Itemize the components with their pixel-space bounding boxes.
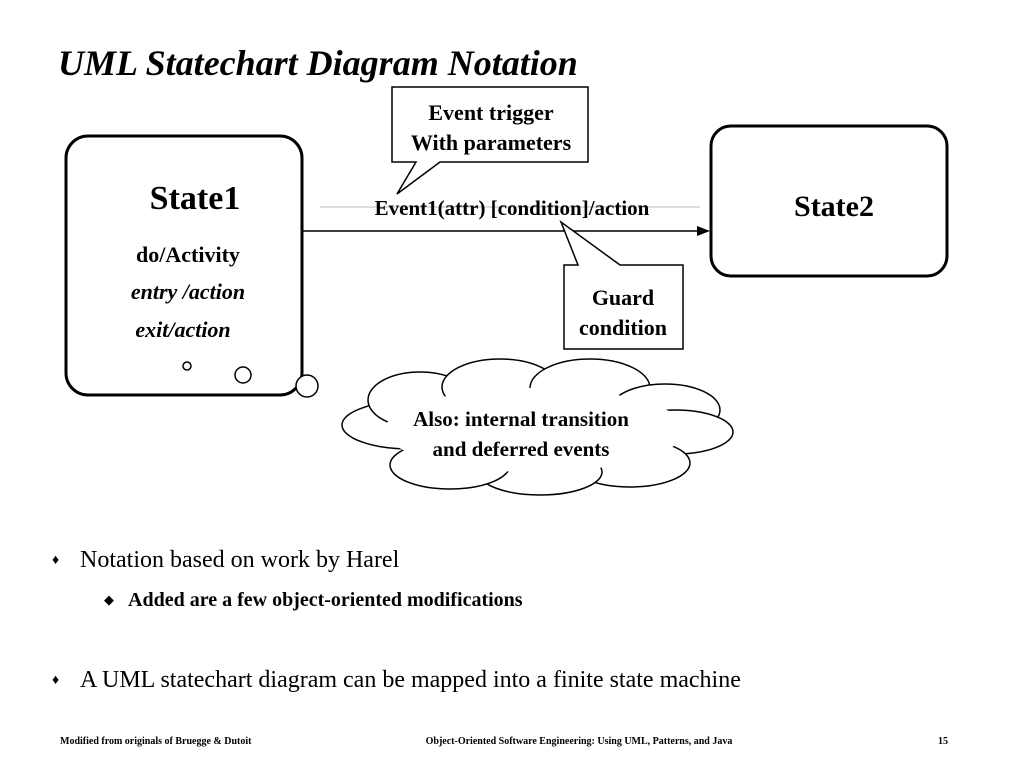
transition-arrowhead bbox=[697, 226, 710, 236]
sub-bullet-diamond-icon: ◆ bbox=[104, 592, 114, 607]
state1-do-activity: do/Activity bbox=[136, 242, 240, 267]
slide-title: UML Statechart Diagram Notation bbox=[58, 43, 578, 83]
bullet-text: A UML statechart diagram can be mapped i… bbox=[80, 667, 741, 693]
state2-name: State2 bbox=[794, 190, 874, 223]
event-callout-line1: Event trigger bbox=[428, 100, 554, 125]
guard-callout-line2: condition bbox=[578, 315, 668, 340]
sub-bullet-text: Added are a few object-oriented modifica… bbox=[128, 589, 523, 611]
bullet-item: ♦ A UML statechart diagram can be mapped … bbox=[52, 666, 741, 695]
cloud-fill bbox=[385, 388, 685, 472]
footer-book-title: Object-Oriented Software Engineering: Us… bbox=[425, 736, 733, 747]
transition-label: Event1(attr) [condition]/action bbox=[374, 196, 650, 220]
guard-callout-text: Guard condition bbox=[579, 283, 667, 343]
guard-callout-box bbox=[559, 219, 684, 350]
bubble-small bbox=[182, 361, 192, 371]
sub-bullet-item: ◆ Added are a few object-oriented modific… bbox=[104, 586, 523, 614]
bullet-diamond-icon: ♦ bbox=[52, 673, 60, 688]
bullet-item: ♦ Notation based on work by Harel bbox=[52, 546, 399, 575]
bubble-large bbox=[295, 374, 319, 398]
page-number: 15 bbox=[938, 736, 948, 747]
footer-credit: Modified from originals of Bruegge & Dut… bbox=[60, 736, 252, 747]
cloud-line1: Also: internal transition bbox=[413, 407, 629, 431]
state1-box bbox=[64, 134, 304, 397]
event-callout-box bbox=[391, 86, 589, 195]
state1-name: State1 bbox=[149, 180, 241, 217]
state1-exit-action: exit/action bbox=[135, 317, 231, 342]
cloud-text: Also: internal transition and deferred e… bbox=[413, 404, 629, 464]
state2-box bbox=[709, 124, 949, 278]
event-callout-line2: With parameters bbox=[410, 130, 572, 155]
guard-callout-line1: Guard bbox=[591, 285, 655, 310]
event-callout-text: Event trigger With parameters bbox=[411, 98, 571, 158]
bullet-text: Notation based on work by Harel bbox=[80, 547, 400, 573]
bullet-diamond-icon: ♦ bbox=[52, 553, 60, 568]
state1-entry-action: entry /action bbox=[130, 279, 246, 304]
bubble-medium bbox=[234, 366, 252, 384]
cloud-line2: and deferred events bbox=[432, 437, 610, 461]
